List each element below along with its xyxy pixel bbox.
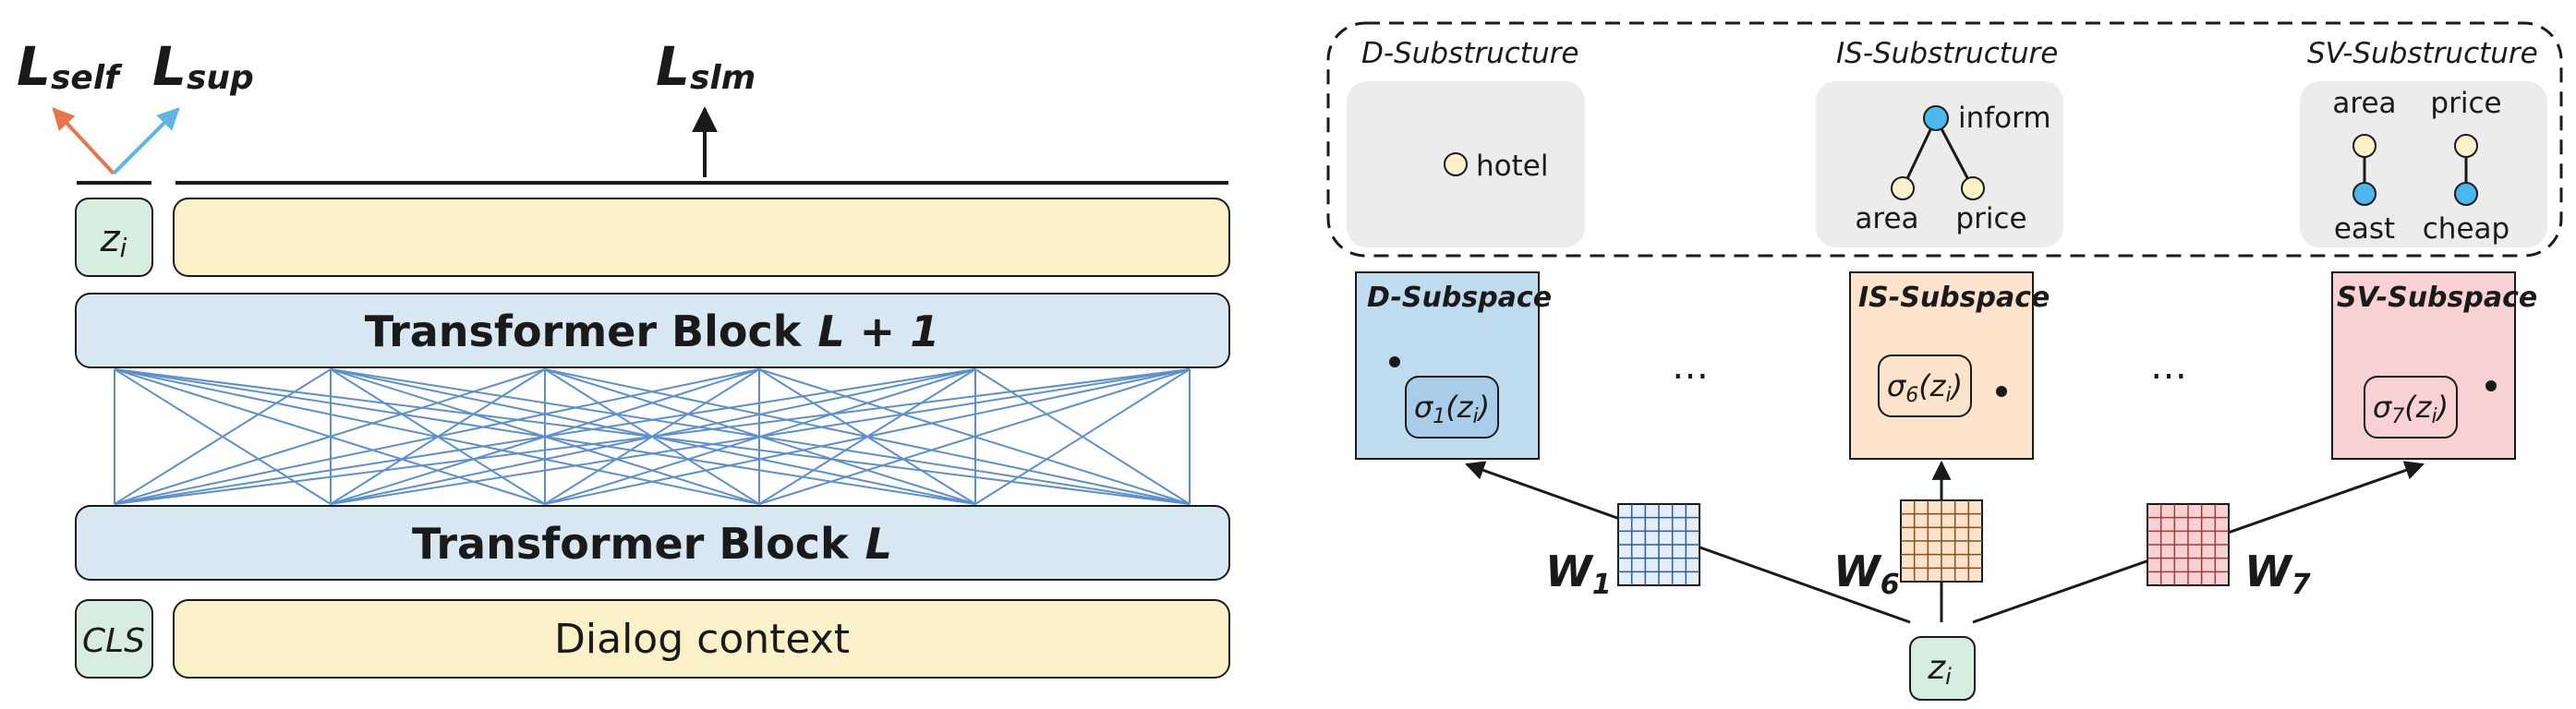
sv-area-node: [2352, 134, 2376, 158]
transformer-block-lower: [75, 505, 1230, 581]
is-edge-left: [1901, 117, 1938, 189]
sv-cheap-label: cheap: [2423, 212, 2509, 246]
is-subspace-title: IS-Subspace: [1858, 282, 2050, 314]
dialog-context-label: Dialog context: [554, 616, 850, 663]
sv-substructure-title: SV-Substructure: [2307, 37, 2538, 70]
d-sigma-box: [1405, 376, 1499, 439]
sv-east-node: [2352, 182, 2376, 206]
loss-sup-label: Lsup: [152, 35, 254, 98]
d-subspace-title: D-Subspace: [1367, 282, 1552, 314]
z-input-label: zi: [1927, 649, 1952, 690]
substructure-container: [1326, 21, 2563, 258]
is-area-label: area: [1855, 202, 1918, 235]
inform-label: inform: [1958, 102, 2051, 135]
transformer-block-upper: [75, 293, 1230, 368]
z-input-box: [1909, 636, 1976, 701]
cls-token-box: [75, 599, 153, 679]
dialog-context-box: [173, 599, 1230, 679]
z-token-label: zi: [100, 218, 127, 263]
sv-substructure-panel: [2300, 81, 2547, 247]
attention-line: [114, 368, 976, 505]
sv-subspace-point: [2485, 380, 2497, 391]
inform-node: [1923, 105, 1949, 131]
attention-line: [114, 368, 546, 505]
is-area-node: [1891, 176, 1915, 200]
attention-line: [758, 368, 1191, 505]
w6-label: W6: [1833, 547, 1900, 601]
sv-sigma-box: [2364, 376, 2458, 439]
attention-line: [330, 368, 1191, 505]
attention-line: [114, 368, 760, 505]
loss-slm-label: Lslm: [656, 35, 756, 98]
w1-matrix: [1617, 503, 1700, 586]
is-subspace-point: [1996, 386, 2007, 397]
is-substructure-title: IS-Substructure: [1836, 37, 2058, 70]
z-token-box: [75, 198, 153, 277]
loss-self-label: Lself: [17, 35, 123, 98]
sv-price-label: price: [2430, 87, 2501, 120]
ellipsis-2: …: [2150, 345, 2187, 388]
hotel-node: [1444, 152, 1468, 176]
attention-line: [114, 368, 1191, 505]
d-substructure-title: D-Substructure: [1361, 37, 1578, 70]
ellipsis-1: …: [1672, 345, 1709, 388]
w1-label: W1: [1545, 547, 1612, 601]
sv-cheap-node: [2454, 182, 2478, 206]
sv-subspace-title: SV-Subspace: [2337, 282, 2537, 314]
attention-line: [974, 368, 1191, 505]
cls-token-label: CLS: [82, 622, 145, 660]
d-sigma-label: σ1(zi): [1414, 390, 1490, 428]
hotel-node-label: hotel: [1476, 150, 1548, 183]
attention-line: [114, 368, 332, 505]
is-sigma-label: σ6(zi): [1887, 368, 1963, 407]
is-price-node: [1961, 176, 1985, 200]
sv-sigma-label: σ7(zi): [2373, 390, 2449, 428]
is-substructure-panel: [1816, 81, 2063, 247]
attention-line: [544, 368, 1191, 505]
d-subspace-point: [1389, 356, 1400, 367]
attention-connections: [114, 368, 1191, 505]
self-loss-arrow: [52, 107, 115, 175]
w6-matrix: [1900, 499, 1983, 583]
sv-price-node: [2454, 134, 2478, 158]
right-panel: D-Substructure hotel IS-Substructure inf…: [1326, 21, 2563, 701]
sv-east-label: east: [2334, 212, 2395, 246]
output-hidden-states: [173, 198, 1230, 277]
sup-loss-arrow: [112, 107, 180, 175]
is-edge-right: [1934, 117, 1975, 189]
w7-matrix: [2147, 503, 2230, 586]
w7-label: W7: [2244, 547, 2311, 601]
sv-area-label: area: [2332, 87, 2396, 120]
is-price-label: price: [1955, 202, 2026, 235]
is-sigma-box: [1878, 354, 1972, 417]
